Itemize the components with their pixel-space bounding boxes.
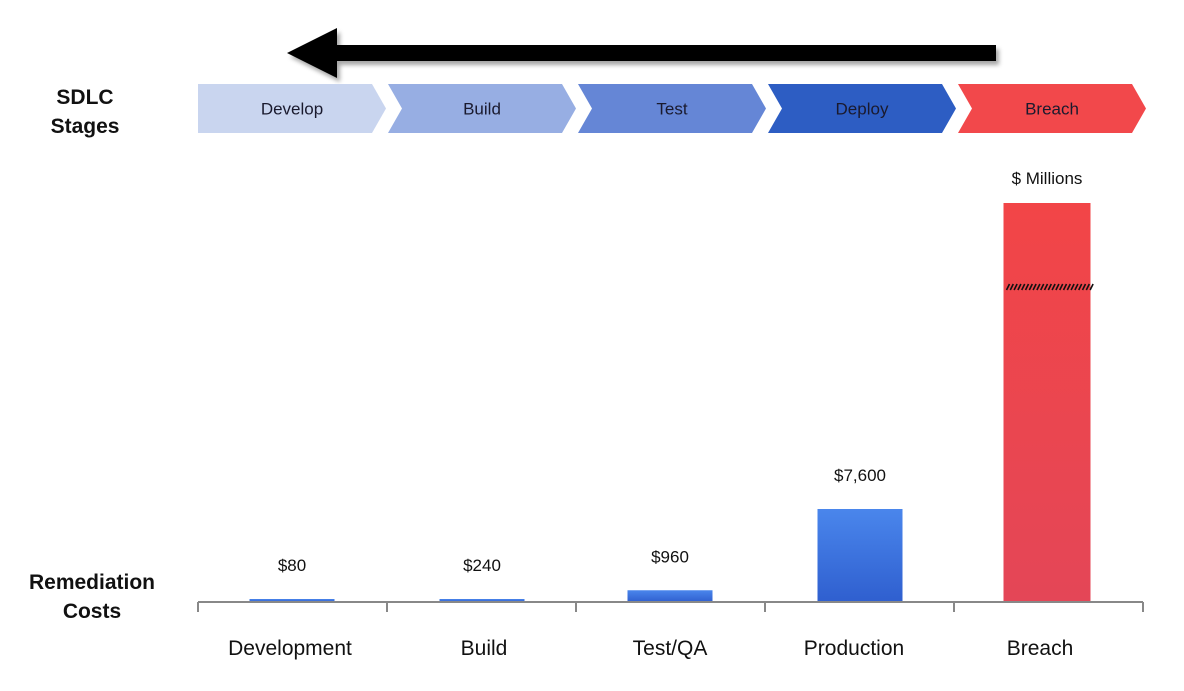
category-label-breach: Breach xyxy=(1007,637,1074,660)
direction-arrow xyxy=(287,28,996,78)
stage-label-build: Build xyxy=(463,100,501,119)
axis-break-tick xyxy=(1005,283,1011,291)
x-axis: Development Build Test/QA Production Breach xyxy=(197,601,1144,660)
value-label-breach: $ Millions xyxy=(1012,169,1083,188)
axis-break-tick xyxy=(1017,283,1022,291)
axis-break-tick xyxy=(1051,283,1056,291)
bar-development xyxy=(249,599,335,602)
value-label-test-qa: $960 xyxy=(651,547,689,566)
sdlc-stage-chevrons: Develop Build Test Deploy Breach xyxy=(198,84,1146,133)
axis-break-tick xyxy=(1085,283,1091,291)
value-label-build: $240 xyxy=(463,556,501,575)
sdlc-stages-title: SDLC Stages xyxy=(30,83,140,141)
bar-build xyxy=(439,599,525,602)
axis-break-tick xyxy=(1055,283,1060,291)
costs-title-line1: Remediation xyxy=(28,571,156,594)
axis-break-tick xyxy=(1070,283,1075,291)
stage-chevron-develop xyxy=(198,84,386,133)
stage-label-breach: Breach xyxy=(1025,100,1079,119)
axis-break-tick xyxy=(1032,283,1037,291)
category-label-production: Production xyxy=(804,637,904,660)
stage-label-deploy: Deploy xyxy=(836,100,889,119)
axis-break-tick xyxy=(1036,283,1041,291)
sdlc-title-line2: Stages xyxy=(50,115,120,138)
left-arrow-icon xyxy=(287,28,996,78)
category-label-build: Build xyxy=(461,637,508,660)
category-label-test-qa: Test/QA xyxy=(633,637,708,660)
axis-break-tick xyxy=(1058,283,1064,291)
axis-break-tick xyxy=(1013,283,1018,291)
axis-break-tick xyxy=(1043,283,1049,291)
axis-break-tick xyxy=(1028,283,1034,291)
axis-break-tick xyxy=(1089,283,1094,291)
axis-break-tick xyxy=(1066,283,1072,291)
value-label-production: $7,600 xyxy=(834,466,886,485)
axis-break-tick xyxy=(1074,283,1079,291)
axis-break-tick xyxy=(1077,283,1083,291)
axis-break-tick xyxy=(1009,283,1015,291)
stage-chevron-test xyxy=(578,84,766,133)
axis-break-tick xyxy=(1024,283,1030,291)
stage-label-test: Test xyxy=(656,100,687,119)
stage-chevron-breach xyxy=(958,84,1146,133)
bar-test-qa xyxy=(627,590,713,602)
sdlc-title-line1: SDLC xyxy=(56,86,114,109)
stage-chevron-build xyxy=(388,84,576,133)
axis-break-tick xyxy=(1039,283,1045,291)
stage-label-develop: Develop xyxy=(261,100,323,119)
axis-break-tick xyxy=(1047,283,1053,291)
bar-breach xyxy=(1003,203,1091,602)
costs-title-line2: Costs xyxy=(62,600,122,623)
remediation-costs-title: Remediation Costs xyxy=(18,568,166,626)
axis-break-tick xyxy=(1081,283,1087,291)
bar-production xyxy=(817,509,903,602)
bar-series: $80 $240 $960 $7,600 $ Millions xyxy=(249,169,1094,602)
axis-break-marker xyxy=(1005,283,1094,291)
value-label-development: $80 xyxy=(278,556,306,575)
axis-break-tick xyxy=(1020,283,1026,291)
category-label-development: Development xyxy=(228,637,352,660)
axis-break-tick xyxy=(1062,283,1068,291)
stage-chevron-deploy xyxy=(768,84,956,133)
